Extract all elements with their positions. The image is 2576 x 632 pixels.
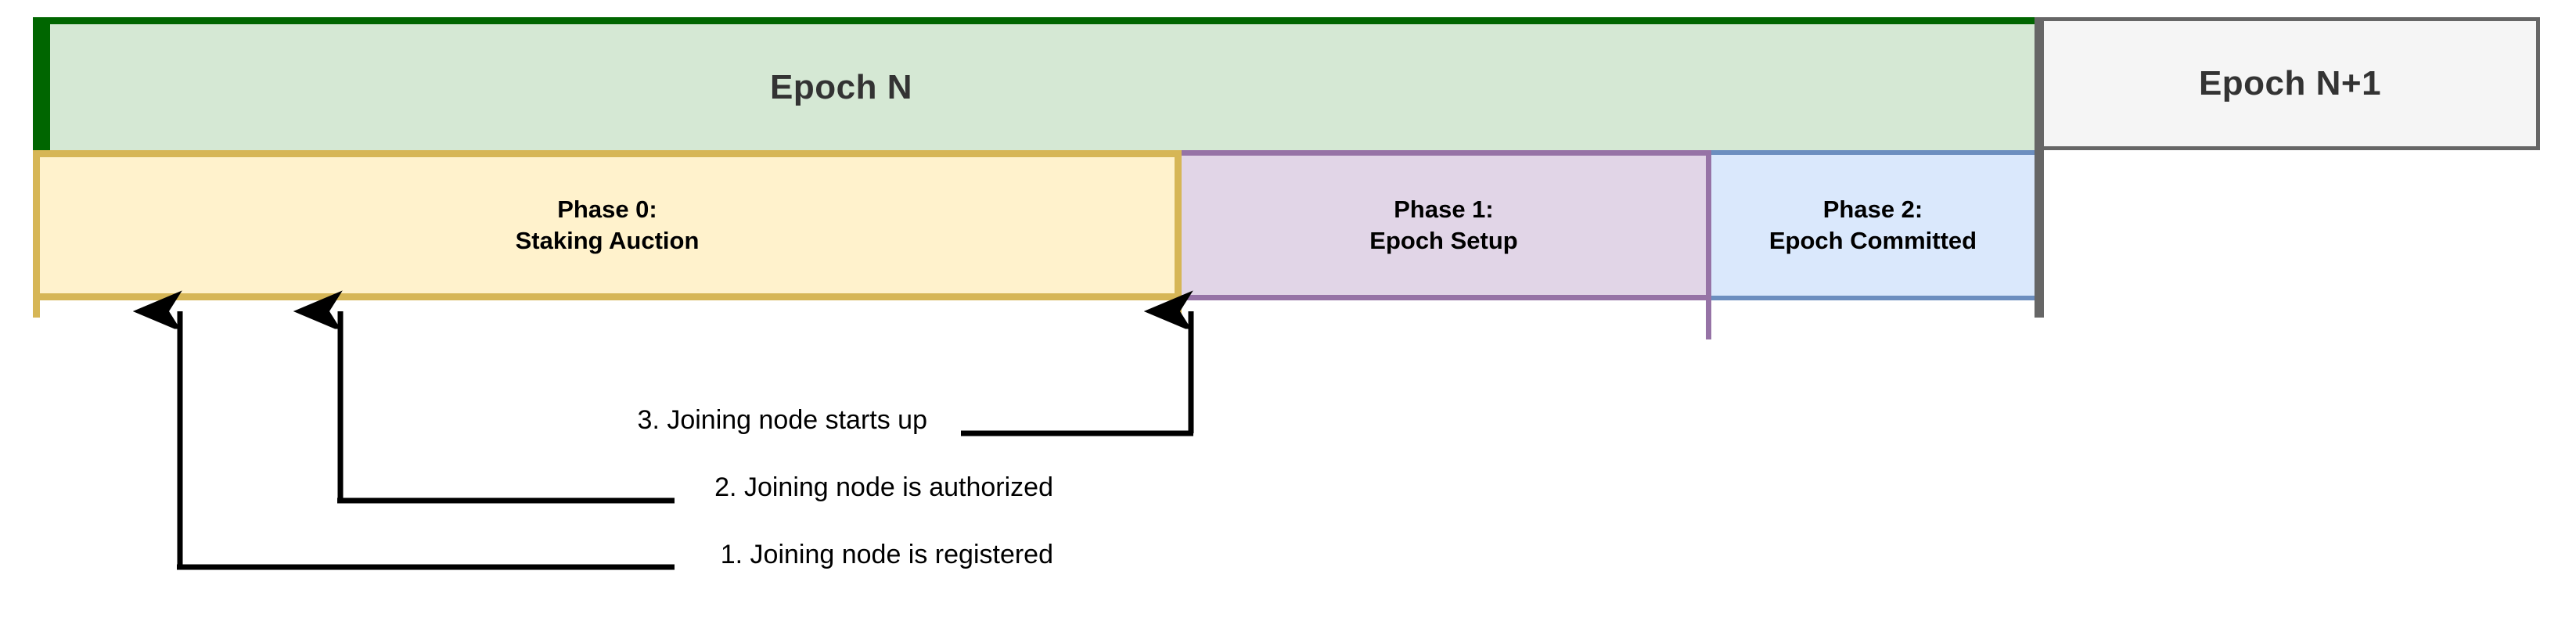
epoch-boundary-divider	[2035, 17, 2044, 318]
phase-0-title: Phase 0:	[557, 195, 657, 223]
phase-1-title: Phase 1:	[1394, 195, 1494, 223]
phase-0-left-tick	[33, 300, 40, 318]
connector-3	[961, 311, 1194, 436]
phase-1-box: Phase 1: Epoch Setup	[1182, 150, 1711, 300]
epoch-n-box: Epoch N	[33, 17, 2036, 150]
phase-0-box: Phase 0: Staking Auction	[33, 150, 1182, 300]
phase-2-box: Phase 2: Epoch Committed	[1711, 150, 2035, 300]
phase-0-subtitle: Staking Auction	[515, 227, 700, 254]
phase-0-right-tick	[1175, 300, 1182, 318]
annotation-1-label: 1. Joining node is registered	[720, 540, 1053, 569]
epoch-n-plus-1-label: Epoch N+1	[2198, 64, 2382, 102]
annotation-3-label: 3. Joining node starts up	[637, 405, 927, 435]
connector-1	[177, 311, 675, 570]
phase-1-subtitle: Epoch Setup	[1369, 227, 1518, 254]
phase-1-right-tick	[1706, 300, 1711, 339]
phase-2-title: Phase 2:	[1822, 195, 1923, 223]
epoch-n-label: Epoch N	[770, 67, 912, 106]
annotation-2-label: 2. Joining node is authorized	[714, 472, 1053, 502]
epoch-n-plus-1-box: Epoch N+1	[2044, 17, 2540, 150]
phase-2-subtitle: Epoch Committed	[1768, 227, 1977, 254]
